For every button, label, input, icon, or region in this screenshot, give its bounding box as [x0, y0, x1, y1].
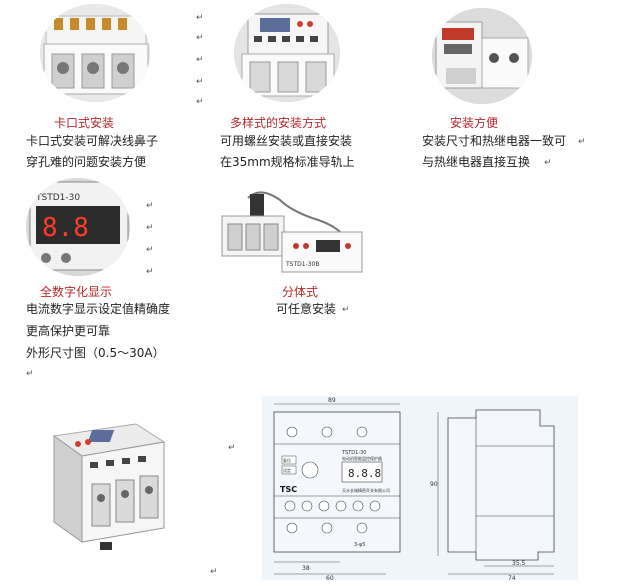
return-mark: ↵ — [146, 223, 154, 233]
desc-bayonet-1: 卡口式安装可解决线鼻子 — [26, 134, 159, 148]
desc-digital-display-2: 更高保护更可靠 — [26, 324, 111, 338]
panel-label: TSTD1-30 — [341, 450, 366, 456]
return-mark: ↵ — [228, 443, 236, 453]
drawing-maker: 天水长城精密开关有限公司 — [342, 487, 390, 493]
desc-multi-install-2: 在35mm规格标准导轨上 — [220, 155, 355, 169]
photo-split-type: TSTD1-30B — [220, 188, 368, 276]
caption-split-type: 分体式 — [282, 285, 319, 299]
desc-digital-display-1: 电流数字显示设定值精确度 — [26, 302, 171, 316]
caption-digital-display: 全数字化显示 — [40, 285, 113, 299]
return-mark: ↵ — [146, 245, 154, 255]
return-mark: ↵ — [146, 201, 154, 211]
dimension-drawing-title: 外形尺寸图（0.5～30A） — [26, 346, 165, 360]
return-mark: ↵ — [196, 77, 204, 87]
photo-easy-install — [432, 8, 532, 104]
photo-bayonet-install — [40, 4, 150, 102]
desc-split-type: 可任意安装 — [276, 302, 337, 316]
return-mark: ↵ — [196, 33, 204, 43]
device-digits: 8.8 — [42, 213, 89, 243]
desc-bayonet-2: 穿孔难的问题安装方便 — [26, 155, 147, 169]
dim-top-width: 89 — [328, 397, 336, 404]
btn-set: 设定 — [283, 467, 291, 473]
dimension-drawing: 89 TSTD1-30 电动机智能监控保护器 复位 设定 8.8.8 TSC 天… — [262, 396, 578, 582]
drawing-brand: TSC — [280, 485, 297, 494]
desc-multi-install-1: 可用螺丝安装或直接安装 — [220, 134, 353, 148]
btn-reset: 复位 — [283, 457, 291, 463]
caption-multi-install: 多样式的安装方式 — [230, 116, 327, 130]
photo-digital-display: TSTD1-30 8.8 — [26, 178, 130, 276]
dim-side-height: 90 — [430, 481, 438, 488]
desc-easy-install-1: 安装尺寸和热继电器一致可 — [422, 134, 567, 148]
return-mark: ↵ — [196, 13, 204, 23]
caption-easy-install: 安装方便 — [450, 116, 499, 130]
return-mark: ↵ — [196, 97, 204, 107]
caption-bayonet: 卡口式安装 — [54, 116, 115, 130]
device-label-digital: TSTD1-30 — [35, 193, 80, 203]
return-mark: ↵ — [26, 369, 34, 379]
panel-sub: 电动机智能监控保护器 — [342, 455, 382, 461]
desc-easy-install-2: 与热继电器直接互换 — [422, 155, 531, 169]
return-mark: ↵ — [544, 158, 552, 168]
drawing-display: 8.8.8 — [348, 467, 381, 480]
photo-multi-install — [234, 4, 340, 102]
return-mark: ↵ — [146, 267, 154, 277]
dim-side-mid: 35.5 — [512, 560, 526, 567]
dim-side-total: 74 — [508, 575, 516, 580]
photo-device-full — [40, 414, 170, 554]
device-label-split: TSTD1-30B — [285, 261, 320, 268]
dim-bottom-total: 60 — [326, 575, 334, 580]
dim-bottom-left: 38 — [302, 565, 310, 572]
return-mark: ↵ — [210, 567, 218, 577]
return-mark: ↵ — [196, 55, 204, 65]
return-mark: ↵ — [578, 137, 586, 147]
hole-label: 3-φ5 — [354, 542, 365, 548]
return-mark: ↵ — [342, 305, 350, 315]
